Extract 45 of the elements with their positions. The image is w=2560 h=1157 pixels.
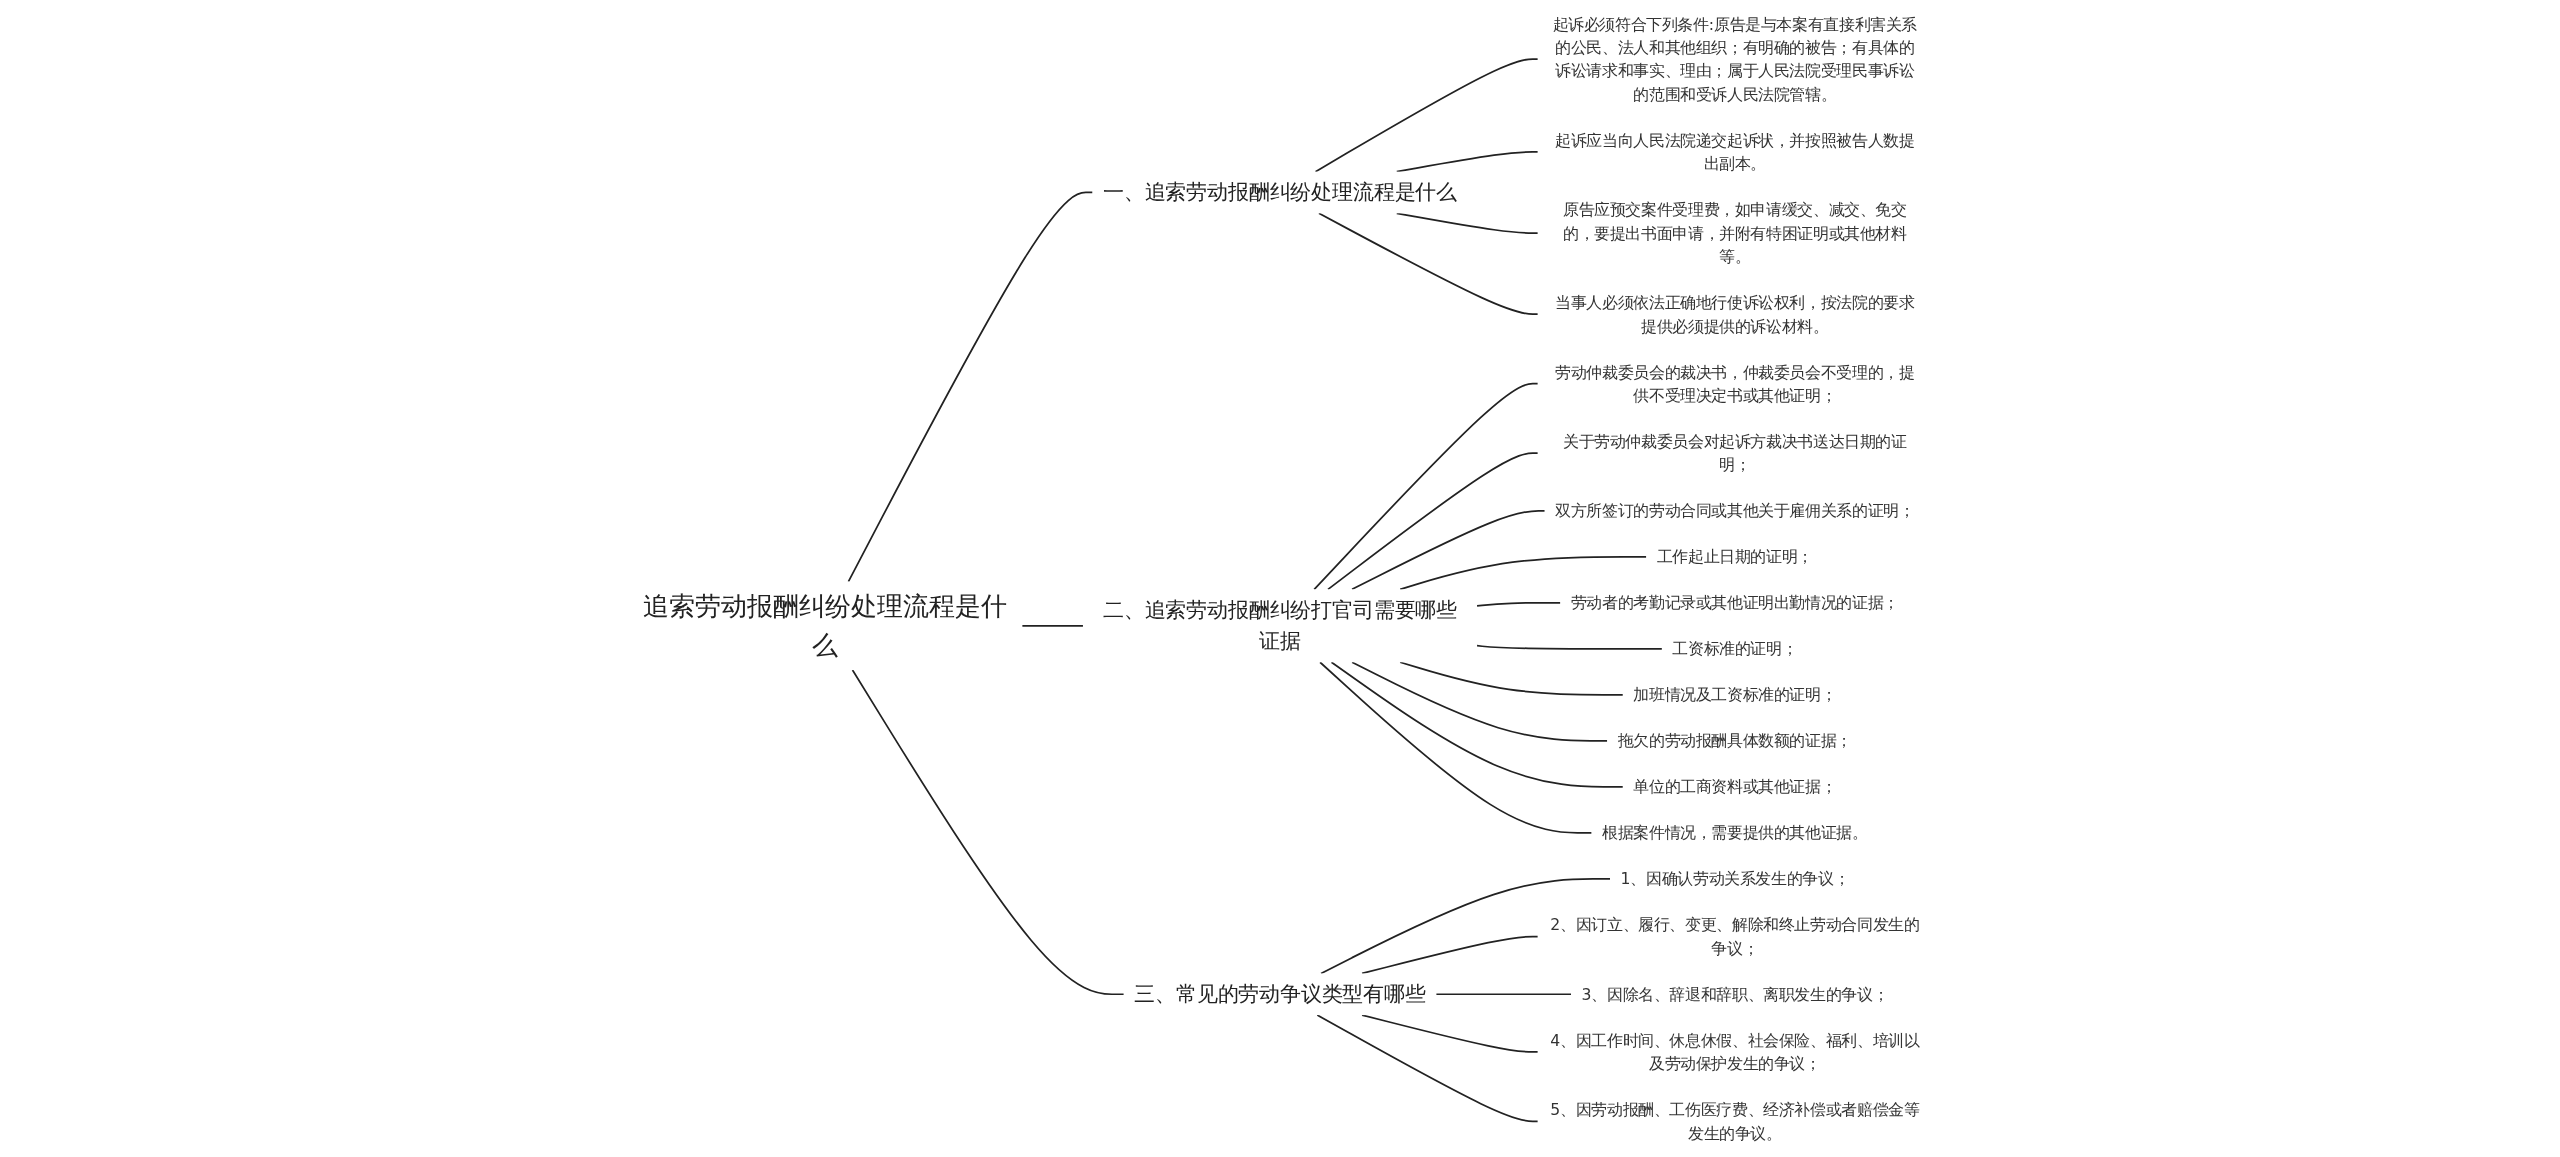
connector <box>1327 452 1539 591</box>
connector <box>1361 1014 1539 1053</box>
connector <box>1435 993 1572 996</box>
node-text: 当事人必须依法正确地行使诉讼权利，按法院的要求提供必须提供的诉讼材料。 <box>1555 293 1915 336</box>
connector <box>1395 151 1539 173</box>
connector <box>1399 661 1624 696</box>
node-text: 一、追索劳动报酬纠纷处理流程是什么 <box>1102 180 1458 205</box>
connector <box>1361 935 1539 975</box>
node-text: 关于劳动仲裁委员会对起诉方裁决书送达日期的证明； <box>1562 432 1907 474</box>
node-text: 3、因除名、辞退和辞职、离职发生的争议； <box>1581 985 1889 1004</box>
node-text: 1、因确认劳动关系发生的争议； <box>1620 869 1850 888</box>
connector <box>1476 601 1562 607</box>
node-text: 单位的工商资料或其他证据； <box>1633 777 1837 796</box>
node-text: 二、追索劳动报酬纠纷打官司需要哪些证据 <box>1102 598 1458 654</box>
connector <box>1318 212 1539 316</box>
connector <box>1314 58 1539 173</box>
node-text: 劳动仲裁委员会的裁决书，仲裁委员会不受理的，提供不受理决定书或其他证明； <box>1555 362 1915 405</box>
connector <box>1351 661 1609 742</box>
node-text: 起诉必须符合下列条件:原告是与本案有直接利害关系的公民、法人和其他组织；有明确的被告；有具体的诉讼请求和事实、理由；属于人民法院受理民事诉讼的范围和受诉人民法院管辖。 <box>1552 14 1918 104</box>
connector <box>1021 624 1084 627</box>
connector <box>1330 661 1624 788</box>
connector <box>1476 644 1663 650</box>
node-text: 4、因工作时间、休息休假、社会保险、福利、培训以及劳动保护发生的争议； <box>1550 1031 1920 1073</box>
node-text: 5、因劳动报酬、工伤医疗费、经济补偿或者赔偿金等发生的争议。 <box>1550 1100 1920 1143</box>
node-text: 工作起止日期的证明； <box>1656 547 1813 566</box>
connector <box>1316 1014 1539 1123</box>
node-text: 追索劳动报酬纠纷处理流程是什么 <box>642 591 1008 661</box>
node-text: 劳动者的考勤记录或其他证明出勤情况的证据； <box>1570 593 1899 612</box>
node-text: 工资标准的证明； <box>1672 639 1798 658</box>
connector <box>1313 382 1539 591</box>
connector <box>851 669 1125 996</box>
connector <box>1351 509 1546 591</box>
connector <box>1319 661 1593 834</box>
node-text: 根据案件情况，需要提供的其他证据。 <box>1602 823 1868 842</box>
connector <box>1320 877 1611 975</box>
node-text: 起诉应当向人民法院递交起诉状，并按照被告人数提出副本。 <box>1555 131 1915 173</box>
node-text: 2、因订立、履行、变更、解除和终止劳动合同发生的争议； <box>1550 915 1920 958</box>
node-text: 拖欠的劳动报酬具体数额的证据； <box>1617 731 1852 750</box>
connector <box>847 191 1094 583</box>
node-text: 双方所签订的劳动合同或其他关于雇佣关系的证明； <box>1555 501 1915 520</box>
node-text: 三、常见的劳动争议类型有哪些 <box>1134 982 1426 1007</box>
node-text: 加班情况及工资标准的证明； <box>1633 685 1837 704</box>
connector <box>1399 555 1648 591</box>
connector <box>1395 212 1539 234</box>
node-text: 原告应预交案件受理费，如申请缓交、减交、免交的，要提出书面申请，并附有特困证明或其他材料等。 <box>1562 200 1907 266</box>
